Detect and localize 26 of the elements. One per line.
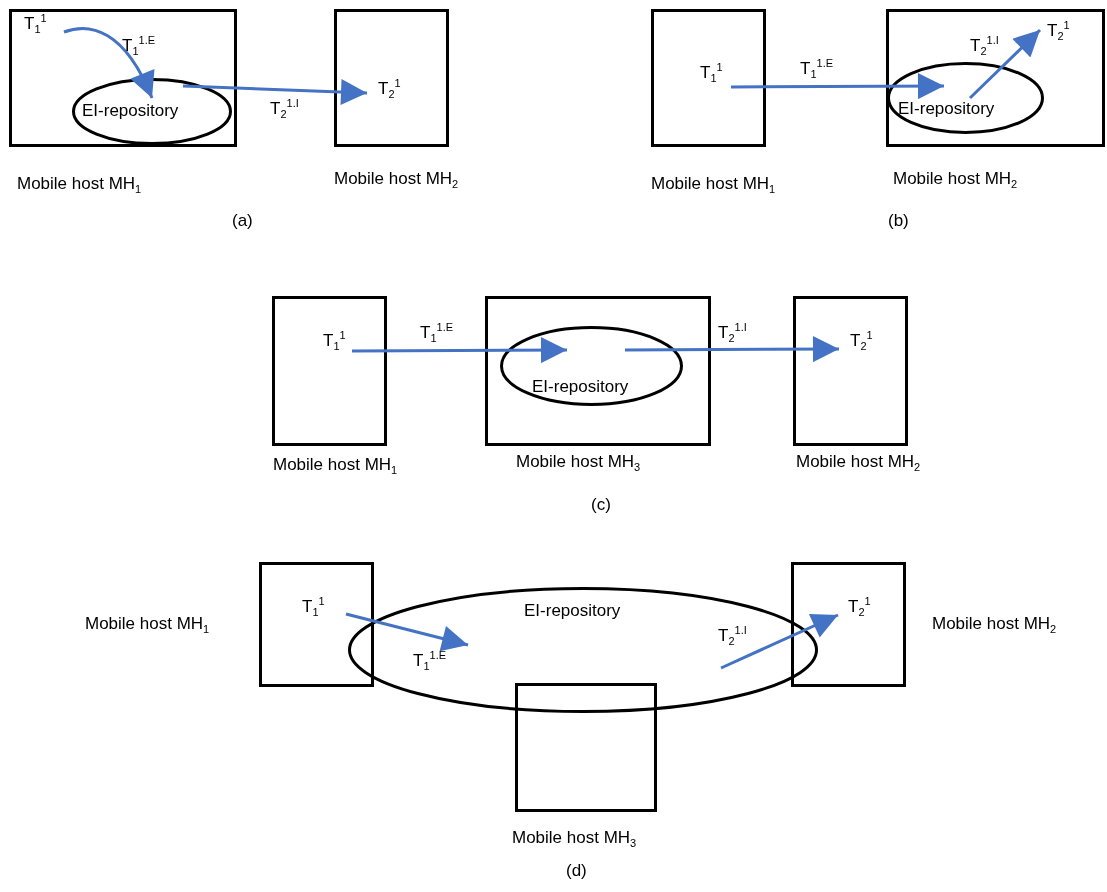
panel-label: (d) bbox=[566, 860, 587, 882]
host-label: Mobile host MH$_{1}$ bbox=[273, 455, 398, 475]
arrow bbox=[625, 336, 839, 363]
arrow bbox=[968, 28, 1042, 100]
arrow bbox=[63, 27, 154, 99]
arrow bbox=[352, 337, 567, 364]
panel-label: (b) bbox=[888, 210, 909, 232]
arrow bbox=[182, 79, 368, 105]
repository-label: EI-repository bbox=[532, 376, 629, 398]
host-label: Mobile host MH$_{2}$ bbox=[796, 452, 921, 472]
repository-label: EI-repository bbox=[898, 98, 995, 120]
host-label: Mobile host MH$_{2}$ bbox=[893, 169, 1018, 189]
host-label: Mobile host MH$_{1}$ bbox=[85, 614, 210, 634]
host-label: Mobile host MH$_{2}$ bbox=[932, 614, 1057, 634]
panel-label: (c) bbox=[591, 494, 611, 516]
arrow bbox=[720, 613, 839, 670]
arrow bbox=[345, 612, 469, 652]
panel-label: (a) bbox=[232, 210, 253, 232]
host-label: Mobile host MH$_{3}$ bbox=[516, 452, 641, 472]
host-label: Mobile host MH$_{1}$ bbox=[17, 174, 142, 194]
host-label: Mobile host MH$_{1}$ bbox=[651, 174, 776, 194]
repository-label: EI-repository bbox=[524, 600, 621, 622]
arrow bbox=[731, 73, 944, 100]
host-label: Mobile host MH$_{3}$ bbox=[512, 828, 637, 848]
repository-label: EI-repository bbox=[82, 100, 179, 122]
host-label: Mobile host MH$_{2}$ bbox=[334, 169, 459, 189]
